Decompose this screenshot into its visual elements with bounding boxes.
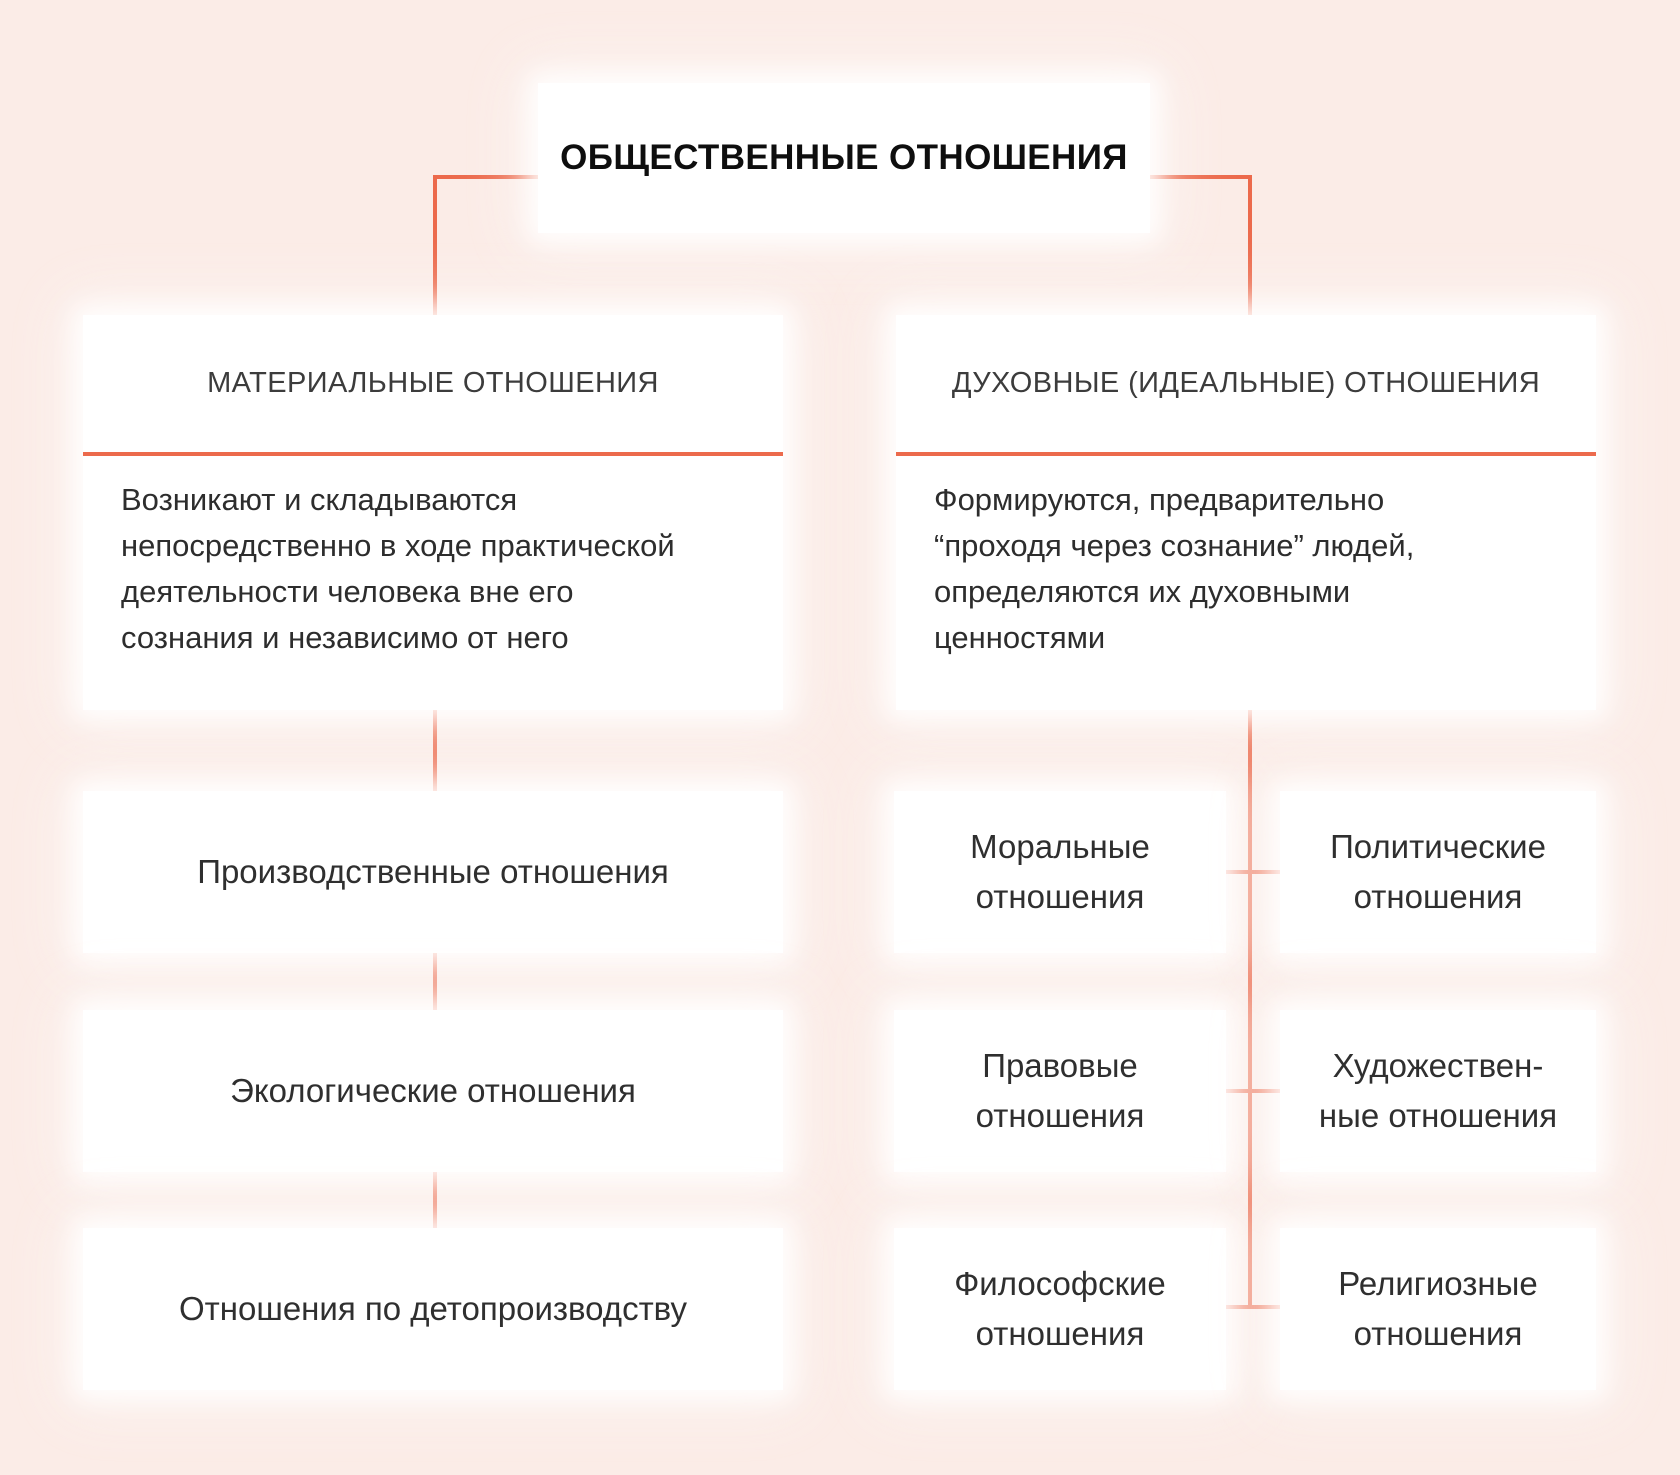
connector-root-to-material-vertical: [433, 175, 437, 317]
material-divider: [83, 452, 783, 456]
child-production-relations: Производственные отношения: [83, 791, 783, 953]
connector-spiritual-trunk: [1248, 708, 1252, 1309]
root-title: ОБЩЕСТВЕННЫЕ ОТНОШЕНИЯ: [560, 138, 1128, 177]
material-title: МАТЕРИАЛЬНЫЕ ОТНОШЕНИЯ: [207, 367, 659, 399]
connector-root-to-spiritual-horizontal: [1148, 175, 1252, 179]
connector-material-to-production: [433, 708, 437, 793]
spiritual-divider: [896, 452, 1596, 456]
spiritual-description: Формируются, предварительно “проходя чер…: [934, 482, 1415, 655]
connector-root-to-material-horizontal: [433, 175, 540, 179]
connector-stub-row1: [1224, 870, 1282, 874]
child-artistic-relations: Художествен- ные отношения: [1280, 1010, 1596, 1172]
child-ecological-relations: Экологические отношения: [83, 1010, 783, 1172]
connector-production-to-ecology: [433, 951, 437, 1012]
connector-stub-row3: [1224, 1305, 1282, 1309]
spiritual-node: ДУХОВНЫЕ (ИДЕАЛЬНЫЕ) ОТНОШЕНИЯ Формируют…: [896, 315, 1596, 710]
child-childbearing-relations: Отношения по детопроизводству: [83, 1228, 783, 1390]
child-religious-relations: Религиозные отношения: [1280, 1228, 1596, 1390]
child-political-relations: Политические отношения: [1280, 791, 1596, 953]
child-philosophical-relations: Философские отношения: [894, 1228, 1226, 1390]
connector-stub-row2: [1224, 1089, 1282, 1093]
spiritual-title: ДУХОВНЫЕ (ИДЕАЛЬНЫЕ) ОТНОШЕНИЯ: [951, 367, 1541, 399]
connector-ecology-to-childbearing: [433, 1170, 437, 1230]
connector-root-to-spiritual-vertical: [1248, 175, 1252, 317]
root-node: ОБЩЕСТВЕННЫЕ ОТНОШЕНИЯ: [538, 83, 1150, 233]
child-legal-relations: Правовые отношения: [894, 1010, 1226, 1172]
material-node: МАТЕРИАЛЬНЫЕ ОТНОШЕНИЯ Возникают и склад…: [83, 315, 783, 710]
material-description: Возникают и складываются непосредственно…: [121, 482, 675, 655]
child-moral-relations: Моральные отношения: [894, 791, 1226, 953]
